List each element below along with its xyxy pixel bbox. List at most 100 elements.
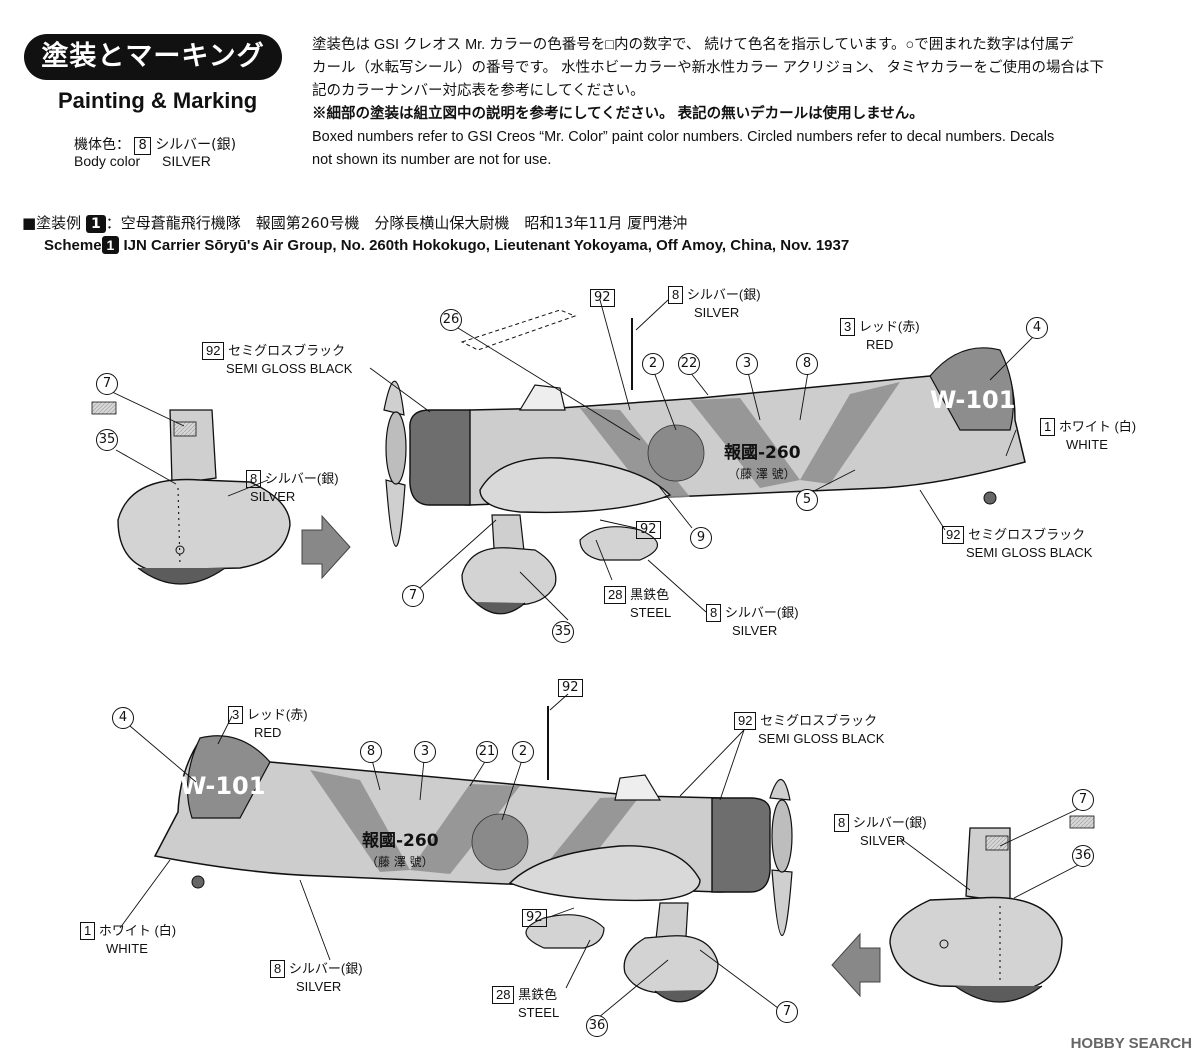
paint-number-box: 92 bbox=[590, 289, 615, 307]
paint-number-box: 8 bbox=[706, 604, 722, 622]
decal-7-callout-b: 7 bbox=[402, 584, 424, 607]
body-color-en: Body color SILVER bbox=[74, 153, 211, 169]
body-color-label-ja: 機体色： bbox=[74, 137, 130, 153]
paint-1-callout-a: 1 ホワイト (白)WHITE bbox=[1040, 418, 1136, 453]
decal-number-circle: 36 bbox=[1072, 845, 1094, 867]
paint-92-callout-b: 92 bbox=[590, 286, 615, 307]
aircraft-left-profile-top: W-101 報國-260 （藤 澤 號） bbox=[383, 309, 1026, 615]
body-color-label-en: Body color bbox=[74, 153, 141, 169]
decal-number-circle: 5 bbox=[796, 489, 818, 511]
hokoku-marking-top: 報國-260 bbox=[724, 442, 801, 463]
paint-8-callout-e: 8 シルバー(銀) SILVER bbox=[270, 960, 363, 995]
paint-name-ja: シルバー(銀) bbox=[686, 287, 761, 302]
decal-number-circle: 8 bbox=[796, 353, 818, 375]
paint-8-callout-a: 8 シルバー(銀)SILVER bbox=[246, 470, 339, 505]
decal-4-callout-b: 4 bbox=[112, 706, 134, 729]
paint-number-box: 92 bbox=[942, 526, 965, 544]
paint-number-box: 28 bbox=[604, 586, 627, 604]
paint-name-ja: 黒鉄色 bbox=[630, 587, 670, 602]
scheme-prefix-ja: ■塗装例 bbox=[22, 214, 82, 232]
decal-number-circle: 7 bbox=[96, 373, 118, 395]
decal-number-circle: 26 bbox=[440, 309, 462, 331]
decal-number-circle: 36 bbox=[586, 1015, 608, 1037]
description-ja-note: ※細部の塗装は組立図中の説明を参考にしてください。 表記の無いデカールは使用しま… bbox=[312, 106, 924, 122]
paint-name-ja: シルバー(銀) bbox=[288, 961, 363, 976]
paint-name-en: SEMI GLOSS BLACK bbox=[758, 731, 885, 746]
decal-35-callout-b: 35 bbox=[552, 620, 574, 643]
paint-number-box: 92 bbox=[202, 342, 225, 360]
scheme-text-ja: ：空母蒼龍飛行機隊 報國第260号機 分隊長横山保大尉機 昭和13年11月 厦門… bbox=[105, 214, 688, 232]
paint-name-en: SILVER bbox=[296, 979, 342, 994]
paint-name-ja: レッド(赤) bbox=[858, 319, 920, 334]
decal-4-callout-a: 4 bbox=[1026, 316, 1048, 339]
paint-number-box: 3 bbox=[840, 318, 856, 336]
paint-name-ja: シルバー(銀) bbox=[852, 815, 927, 830]
decal-21-callout: 21 bbox=[476, 740, 498, 763]
decal-number-circle: 21 bbox=[476, 741, 498, 763]
leader-lines-bottom bbox=[119, 693, 1081, 1019]
scheme-prefix-en: Scheme bbox=[44, 237, 102, 254]
scheme-title-ja: ■塗装例 1：空母蒼龍飛行機隊 報國第260号機 分隊長横山保大尉機 昭和13年… bbox=[22, 212, 687, 233]
decal-number-circle: 7 bbox=[776, 1001, 798, 1023]
section-title-badge: 塗装とマーキング bbox=[24, 34, 282, 80]
decal-3-callout-b: 3 bbox=[414, 740, 436, 763]
decal-7-callout-d: 7 bbox=[776, 1000, 798, 1023]
paint-name-en: SEMI GLOSS BLACK bbox=[226, 361, 353, 376]
decal-36-callout-b: 36 bbox=[586, 1014, 608, 1037]
paint-name-ja: セミグロスブラック bbox=[760, 713, 878, 728]
paint-3-callout-a: 3 レッド(赤) RED bbox=[840, 318, 920, 353]
leader-lines-top bbox=[107, 299, 1037, 621]
paint-number-box: 8 bbox=[270, 960, 286, 978]
paint-number-box: 92 bbox=[734, 712, 757, 730]
decal-number-circle: 8 bbox=[360, 741, 382, 763]
paint-number-box: 8 bbox=[246, 470, 262, 488]
paint-8-callout-d: 8 シルバー(銀)SILVER bbox=[834, 814, 927, 849]
paint-name-en: SILVER bbox=[860, 833, 906, 848]
decal-3-callout-a: 3 bbox=[736, 352, 758, 375]
paint-name-ja: シルバー(銀) bbox=[724, 605, 799, 620]
wheel-spat-detail-right bbox=[889, 815, 1095, 1003]
decal-7-callout-a: 7 bbox=[96, 372, 118, 395]
description-block: 塗装色は GSI クレオス Mr. カラーの色番号を□内の数字で、 続けて色名を… bbox=[312, 34, 1187, 172]
paint-number-box: 1 bbox=[80, 922, 96, 940]
decal-number-circle: 35 bbox=[96, 429, 118, 451]
paint-name-ja: 黒鉄色 bbox=[518, 987, 558, 1002]
decal-26-callout: 26 bbox=[440, 308, 462, 331]
decal-number-circle: 2 bbox=[512, 741, 534, 763]
paint-name-en: WHITE bbox=[106, 941, 148, 956]
paint-8-callout-c: 8 シルバー(銀) SILVER bbox=[706, 604, 799, 639]
decal-2-callout-b: 2 bbox=[512, 740, 534, 763]
decal-35-callout-a: 35 bbox=[96, 428, 118, 451]
paint-name-en: SILVER bbox=[732, 623, 778, 638]
paint-name-en: RED bbox=[254, 725, 282, 740]
paint-number-box: 28 bbox=[492, 986, 515, 1004]
arrow-left bbox=[831, 932, 881, 998]
paint-name-en: STEEL bbox=[518, 1005, 560, 1020]
paint-number-box: 92 bbox=[558, 679, 583, 697]
decal-number-circle: 22 bbox=[678, 353, 700, 375]
description-en-line-2: not shown its number are not for use. bbox=[312, 152, 552, 168]
paint-name-ja: セミグロスブラック bbox=[968, 527, 1086, 542]
paint-8-callout-b: 8 シルバー(銀)SILVER bbox=[668, 286, 761, 321]
paint-name-ja: ホワイト (白) bbox=[98, 923, 177, 938]
decal-36-callout-a: 36 bbox=[1072, 844, 1094, 867]
body-color-name-en: SILVER bbox=[162, 153, 211, 169]
scheme-text-en: IJN Carrier Sōryū's Air Group, No. 260th… bbox=[123, 237, 850, 254]
paint-number-box: 92 bbox=[522, 909, 547, 927]
body-color-ja: 機体色： 8 シルバー(銀) bbox=[74, 134, 236, 155]
paint-92-callout-f: 92 セミグロスブラック SEMI GLOSS BLACK bbox=[734, 712, 884, 747]
paint-92-callout-g: 92 bbox=[522, 906, 547, 927]
paint-name-ja: ホワイト (白) bbox=[1058, 419, 1137, 434]
paint-name-ja: レッド(赤) bbox=[246, 707, 308, 722]
decal-number-circle: 2 bbox=[642, 353, 664, 375]
decal-number-circle: 35 bbox=[552, 621, 574, 643]
hobby-search-watermark: HOBBY SEARCH bbox=[1070, 1035, 1192, 1052]
decal-number-circle: 3 bbox=[414, 741, 436, 763]
paint-number-box: 3 bbox=[228, 706, 244, 724]
paint-name-en: RED bbox=[866, 337, 894, 352]
paint-number-box: 8 bbox=[668, 286, 684, 304]
decal-number-circle: 7 bbox=[402, 585, 424, 607]
